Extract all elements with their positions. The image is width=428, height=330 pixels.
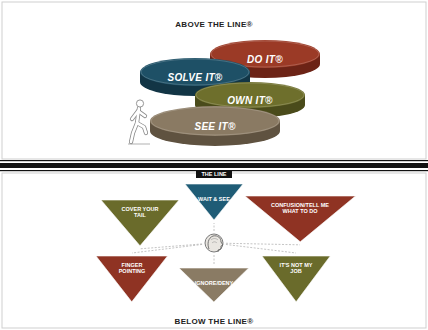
figure-legs [131, 123, 146, 142]
lower-panel [2, 173, 426, 328]
triangle-fill [185, 184, 243, 220]
behavior-triangle: IGNORE/DENY [179, 268, 249, 302]
triangle-fill [245, 196, 355, 242]
climbing-figure [128, 100, 150, 144]
leader-line [226, 244, 296, 253]
leader-line [140, 244, 202, 249]
leader-line [214, 255, 215, 265]
behavior-label: IT'S NOT MY JOB [279, 262, 313, 275]
behavior-triangle: IT'S NOT MY JOB [262, 256, 330, 302]
disc-rim [196, 83, 304, 107]
figure-arms [132, 111, 145, 119]
section-heading: BELOW THE LINE® [175, 318, 254, 327]
line-label: THE LINE [196, 171, 231, 178]
triangle-fill [179, 268, 249, 302]
behavior-triangle: WAIT & SEE [185, 184, 243, 220]
the-line-bar [0, 163, 428, 168]
brain-mark [211, 239, 218, 244]
disc-top [140, 58, 250, 86]
figure-legs [131, 123, 146, 142]
title-wrap: ABOVE THE LINE® [0, 13, 428, 31]
label-wrap: THE LINE [0, 162, 428, 180]
head-circle [205, 234, 223, 252]
behavior-triangle: COVER YOUR TAIL [101, 200, 179, 246]
diagram-title: ABOVE THE LINE® [175, 21, 253, 30]
disc-top [150, 106, 280, 136]
disc-rim [151, 107, 279, 135]
behavior-label: IGNORE/DENY [195, 280, 234, 286]
leader-line [226, 243, 300, 245]
upper-panel [2, 2, 426, 159]
step-label: SEE IT® [194, 122, 235, 132]
leader-line [132, 244, 202, 253]
triangle-fill [262, 256, 330, 302]
behavior-triangle: CONFUSION/TELL ME WHAT TO DO [245, 196, 356, 242]
leader-line [214, 223, 215, 231]
behavior-label: CONFUSION/TELL ME WHAT TO DO [270, 202, 330, 215]
triangle-fill [96, 256, 167, 302]
behavior-label: FINGER POINTING [114, 262, 150, 275]
behavior-label: COVER YOUR TAIL [120, 206, 160, 219]
step-label: OWN IT® [227, 96, 273, 106]
behavior-triangle: FINGER POINTING [96, 256, 168, 302]
disc-rim [141, 59, 249, 85]
triangle-fill [101, 200, 179, 246]
figure-head [136, 100, 143, 107]
label-wrap: BELOW THE LINE® [0, 310, 428, 328]
step-label: SOLVE IT® [167, 73, 222, 83]
head-profile [208, 236, 223, 252]
the-line-rule [0, 160, 428, 161]
disc-top [195, 82, 305, 108]
step-disc: SEE IT® [150, 106, 280, 146]
head-icon [205, 234, 223, 252]
step-label: DO IT® [247, 55, 283, 65]
behavior-label: WAIT & SEE [198, 196, 230, 202]
